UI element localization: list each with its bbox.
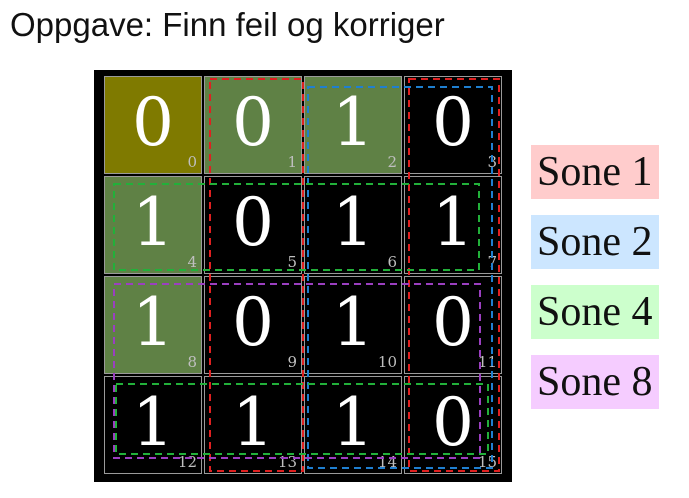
cell-value: 0 <box>232 284 274 361</box>
cell-value: 0 <box>432 384 474 461</box>
legend-label: Sone 8 <box>537 359 653 405</box>
cell-value: 0 <box>432 284 474 361</box>
legend-label: Sone 1 <box>537 149 653 195</box>
cell-index: 1 <box>287 153 297 171</box>
cell-value: 1 <box>332 384 374 461</box>
cell-index: 7 <box>487 253 497 271</box>
cell-index: 8 <box>187 353 197 371</box>
cell-index: 4 <box>187 253 197 271</box>
cell-index: 12 <box>177 453 197 471</box>
cell-index: 0 <box>187 153 197 171</box>
cell-value: 1 <box>332 84 374 161</box>
cell-index: 2 <box>387 153 397 171</box>
legend-zone-1: Sone 1 <box>531 145 659 199</box>
cell-index: 11 <box>477 353 497 371</box>
legend-zone-4: Sone 4 <box>531 285 659 339</box>
cell-index: 9 <box>287 353 297 371</box>
cell-value: 1 <box>132 284 174 361</box>
legend-label: Sone 4 <box>537 289 653 335</box>
cell-value: 1 <box>432 184 474 261</box>
legend-zone-2: Sone 2 <box>531 215 659 269</box>
cell-value: 1 <box>132 184 174 261</box>
cell-index: 5 <box>287 253 297 271</box>
cell-value: 1 <box>332 284 374 361</box>
cell-index: 3 <box>487 153 497 171</box>
cell-value: 0 <box>232 184 274 261</box>
cell-index: 15 <box>477 453 497 471</box>
legend-label: Sone 2 <box>537 219 653 265</box>
cell-value: 0 <box>432 84 474 161</box>
cell-index: 13 <box>277 453 297 471</box>
cell-value: 0 <box>132 84 174 161</box>
cell-index: 6 <box>387 253 397 271</box>
cell-value: 1 <box>132 384 174 461</box>
legend-zone-8: Sone 8 <box>531 355 659 409</box>
cell-value: 1 <box>232 384 274 461</box>
cell-index: 14 <box>377 453 397 471</box>
cell-index: 10 <box>377 353 397 371</box>
page-title: Oppgave: Finn feil og korriger <box>10 6 445 43</box>
cell-value: 0 <box>232 84 274 161</box>
cell-value: 1 <box>332 184 374 261</box>
